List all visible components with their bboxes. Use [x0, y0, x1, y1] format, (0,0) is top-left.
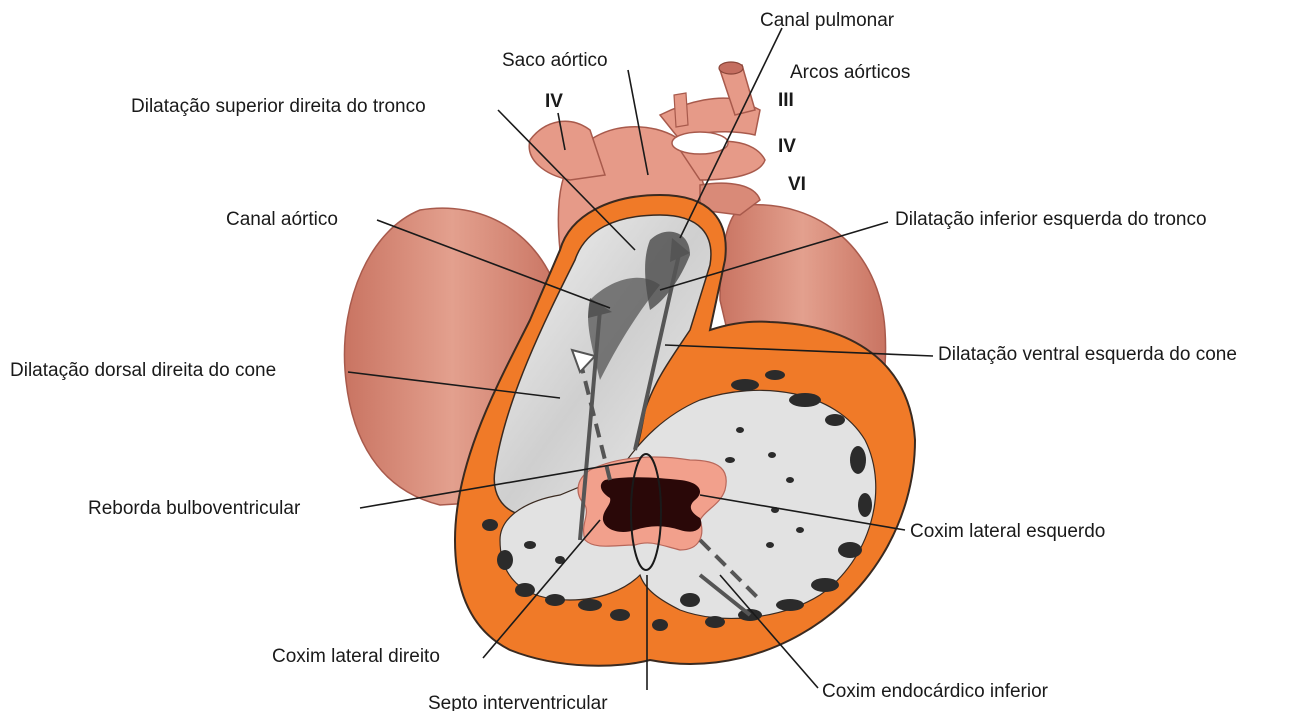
label-coxim-endocardico-inferior: Coxim endocárdico inferior	[822, 681, 1049, 702]
arch-window	[672, 132, 728, 154]
label-canal-aortico: Canal aórtico	[226, 209, 338, 230]
label-roman-vi: VI	[788, 174, 806, 195]
label-roman-iv-left: IV	[545, 91, 563, 112]
label-septo-interventricular: Septo interventricular	[428, 693, 608, 711]
label-arcos-aorticos: Arcos aórticos	[790, 62, 910, 83]
small-branch	[674, 93, 688, 127]
label-coxim-lateral-direito: Coxim lateral direito	[272, 646, 440, 667]
label-coxim-lateral-esquerdo: Coxim lateral esquerdo	[910, 521, 1105, 542]
label-reborda-bulboventricular: Reborda bulboventricular	[88, 498, 301, 519]
left-arch-iv	[529, 121, 605, 180]
atrioventricular-canal	[601, 477, 701, 532]
label-canal-pulmonar: Canal pulmonar	[760, 10, 895, 31]
label-roman-iii: III	[778, 90, 794, 111]
label-dilatacao-superior-direita-tronco: Dilatação superior direita do tronco	[131, 96, 426, 117]
label-dilatacao-ventral-esquerda-cone: Dilatação ventral esquerda do cone	[938, 344, 1237, 365]
label-dilatacao-inferior-esquerda-tronco: Dilatação inferior esquerda do tronco	[895, 209, 1207, 230]
carotid-opening	[719, 62, 743, 74]
label-roman-iv-right: IV	[778, 136, 796, 157]
label-dilatacao-dorsal-direita-cone: Dilatação dorsal direita do cone	[10, 360, 276, 381]
label-saco-aortico: Saco aórtico	[502, 50, 608, 71]
